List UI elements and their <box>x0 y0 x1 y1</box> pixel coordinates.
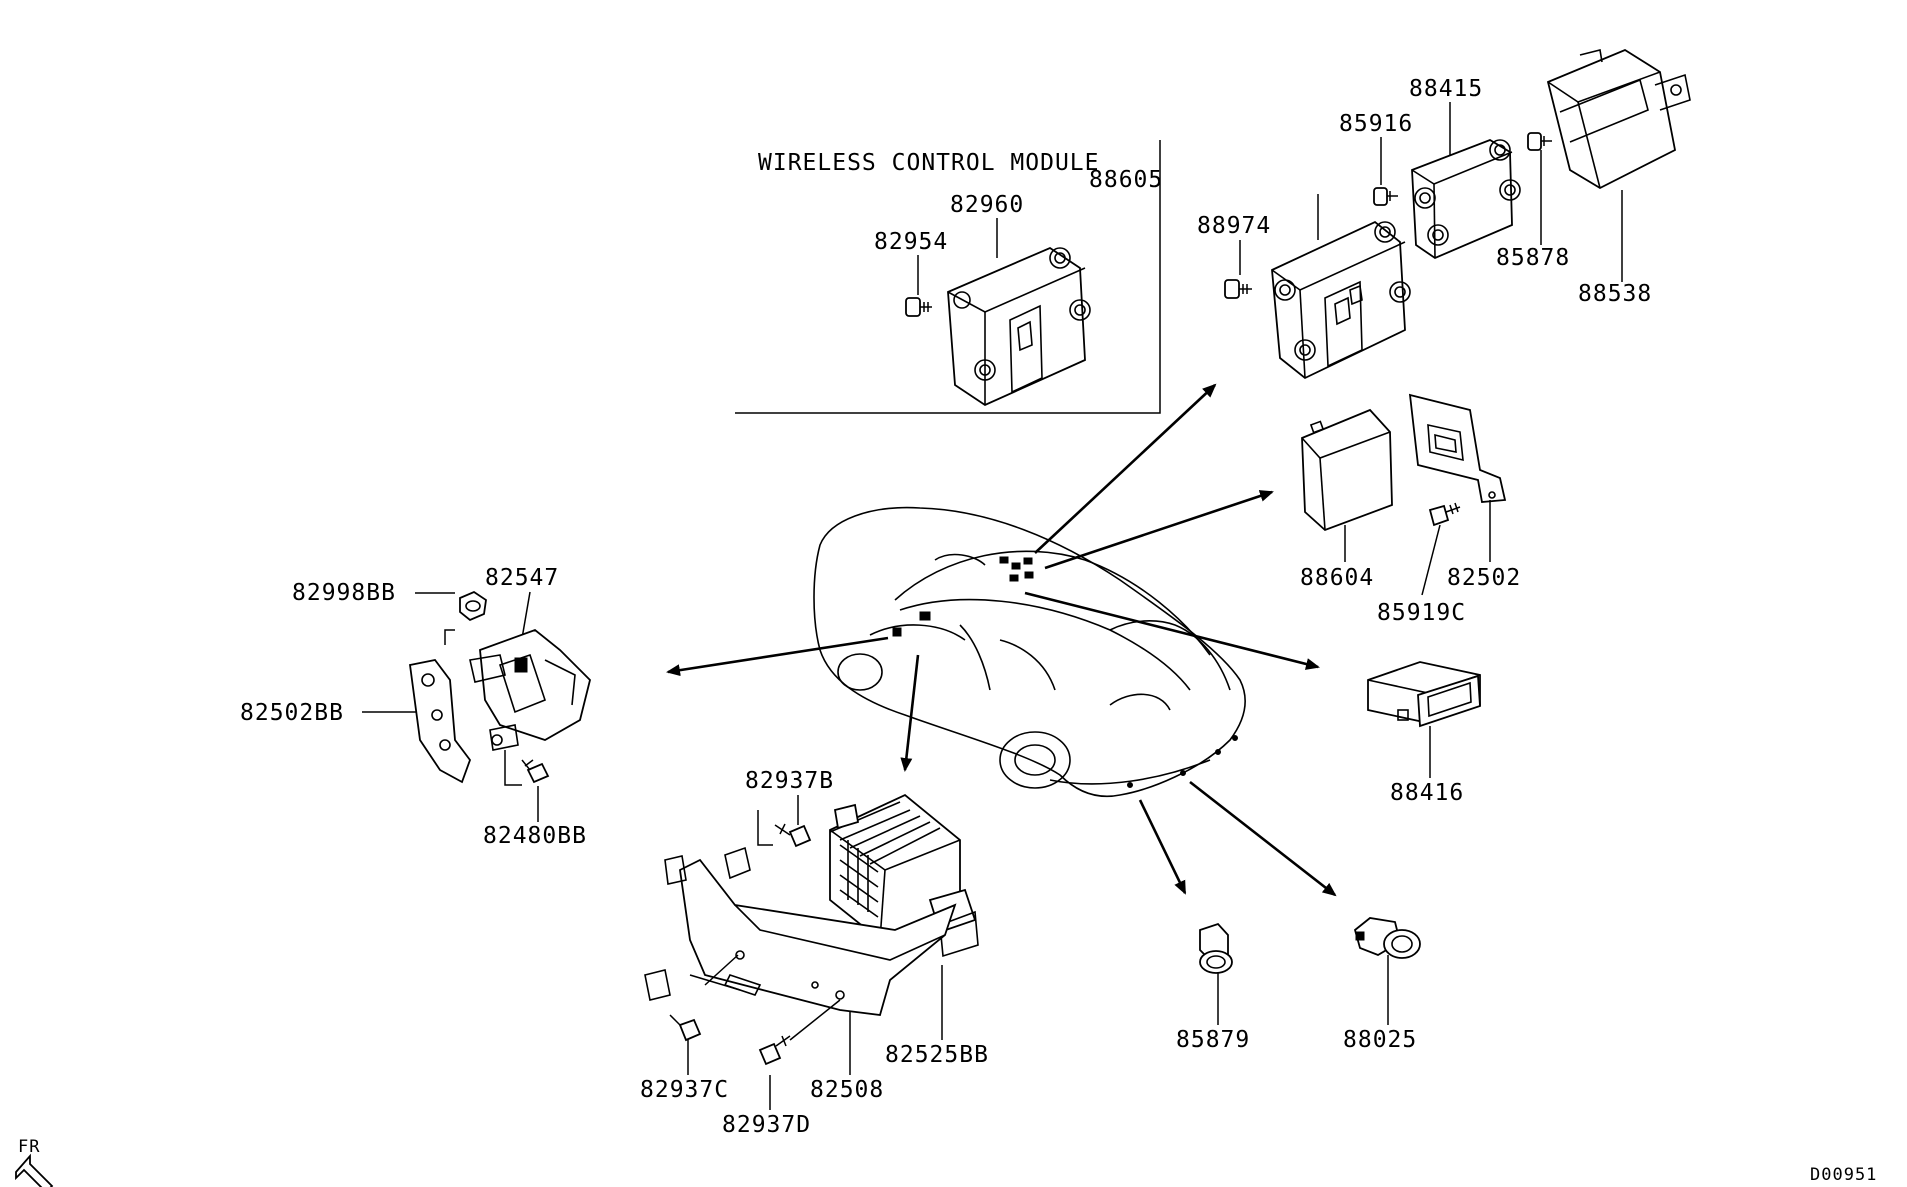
arrow-to-82547 <box>666 636 889 677</box>
label-82937C: 82937C <box>640 1077 729 1103</box>
label-88605: 88605 <box>1089 167 1163 193</box>
label-82480BB: 82480BB <box>483 823 587 849</box>
bracket-82502BB <box>408 659 472 784</box>
label-82998BB: 82998BB <box>292 580 396 606</box>
label-85878: 85878 <box>1496 245 1570 271</box>
label-88025: 88025 <box>1343 1027 1417 1053</box>
label-82547: 82547 <box>485 565 559 591</box>
module-88605 <box>1271 220 1411 380</box>
arrow-to-88416 <box>1024 591 1320 670</box>
screw-85878 <box>1527 132 1552 151</box>
arrow-to-82508 <box>900 654 920 772</box>
sensor-85879-group: 85879 <box>1138 799 1250 1053</box>
sensor-88025-group: 88025 <box>1189 780 1421 1053</box>
label-82954: 82954 <box>874 229 948 255</box>
label-82937B: 82937B <box>745 768 834 794</box>
label-82508: 82508 <box>810 1077 884 1103</box>
label-88974: 88974 <box>1197 213 1271 239</box>
front-direction-indicator: FR <box>15 1137 54 1187</box>
screw-88974 <box>1224 279 1252 299</box>
wireless-control-module-group: WIRELESS CONTROL MODULE 82960 82954 <box>735 140 1161 414</box>
module-82547 <box>469 628 591 751</box>
bolt-82937C <box>669 1014 702 1042</box>
bracket-82502 <box>1408 393 1507 503</box>
label-85879: 85879 <box>1176 1027 1250 1053</box>
label-88538: 88538 <box>1578 281 1652 307</box>
label-88415: 88415 <box>1409 76 1483 102</box>
module-88604-group: 88604 82502 85919C <box>1044 393 1521 626</box>
arrow-to-upper-modules <box>1034 383 1217 554</box>
module-82960 <box>947 246 1091 407</box>
bolt-82937D <box>758 1035 791 1066</box>
lower-module-group: 82937B 82937C 82937D 82508 82525BB <box>640 654 989 1138</box>
label-88416: 88416 <box>1390 780 1464 806</box>
bolt-82937B <box>774 823 812 848</box>
leader-85919C <box>1421 524 1441 596</box>
left-bracket-group: 82998BB 82547 82502BB 82480BB <box>240 565 889 849</box>
arrow-to-85879 <box>1138 799 1187 895</box>
bolt-82480BB <box>521 759 550 784</box>
switch-88416-group: 88416 <box>1024 591 1481 806</box>
vehicle-outline <box>813 506 1246 798</box>
front-arrow-icon <box>15 1153 54 1187</box>
label-85919C: 85919C <box>1377 600 1466 626</box>
drawing-code: D00951 <box>1810 1165 1877 1185</box>
upper-right-modules: 88605 88974 85916 88415 85878 88538 <box>1034 48 1691 554</box>
orientation-label: FR <box>18 1137 40 1157</box>
label-82502BB: 82502BB <box>240 700 344 726</box>
box-title: WIRELESS CONTROL MODULE <box>758 150 1100 176</box>
label-82502: 82502 <box>1447 565 1521 591</box>
bolt-85919C <box>1428 502 1461 527</box>
module-88538 <box>1546 48 1691 190</box>
label-85916: 85916 <box>1339 111 1413 137</box>
screw-82954 <box>905 297 932 317</box>
label-82960: 82960 <box>950 192 1024 218</box>
arrow-to-88604 <box>1044 490 1274 570</box>
nut-82998BB <box>459 590 487 622</box>
module-88415 <box>1411 139 1521 260</box>
arrow-to-88025 <box>1189 780 1337 897</box>
label-82937D: 82937D <box>722 1112 811 1138</box>
label-88604: 88604 <box>1300 565 1374 591</box>
module-frame-line <box>735 140 1161 414</box>
screw-85916 <box>1373 187 1398 206</box>
bracket-82508 <box>644 846 957 1016</box>
label-82525BB: 82525BB <box>885 1042 989 1068</box>
module-88604 <box>1301 408 1393 532</box>
